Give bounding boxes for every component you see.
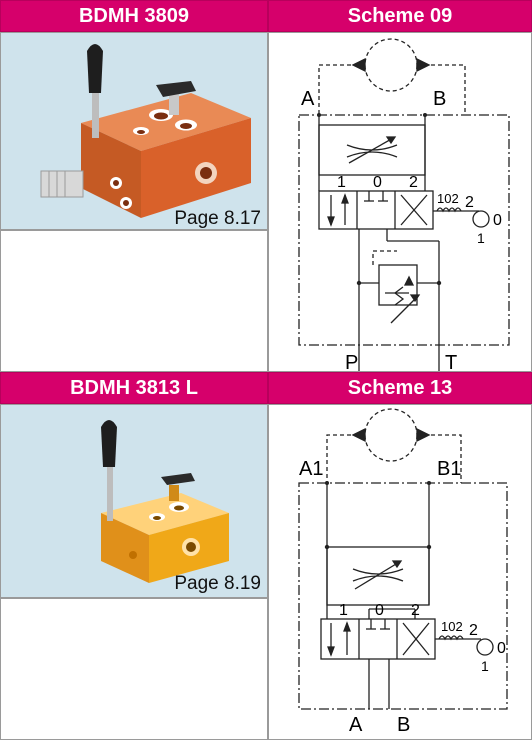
detent-1-label: 1 <box>477 230 485 246</box>
port-a1-label: A1 <box>299 458 323 480</box>
page-reference: Page 8.19 <box>174 573 261 594</box>
position-1-label: 1 <box>337 174 346 191</box>
port-b1-label: B1 <box>437 458 461 480</box>
scheme-header-13: Scheme 13 <box>268 372 532 404</box>
detent-0-label: 0 <box>497 640 506 657</box>
port-a-label: A <box>301 88 315 110</box>
detent-2-label: 2 <box>465 194 474 211</box>
page-reference: Page 8.17 <box>174 208 261 229</box>
port-b-label: B <box>433 88 446 110</box>
position-1-label: 1 <box>339 602 348 619</box>
port-a-label: A <box>349 714 363 736</box>
detent-0-label: 0 <box>493 212 502 229</box>
empty-cell-row1 <box>0 230 268 372</box>
scheme-13-diagram: A1 B1 1 0 2 102 2 0 1 A B <box>298 408 508 736</box>
detent-2-label: 2 <box>469 622 478 639</box>
product-header-bdmh-3809: BDMH 3809 <box>0 0 268 32</box>
port-b-label: B <box>397 714 410 736</box>
port-p-label: P <box>345 352 358 371</box>
valve-block-yellow-image <box>101 420 229 583</box>
valve-block-orange-image <box>40 44 251 218</box>
product-header-bdmh-3813-l: BDMH 3813 L <box>0 372 268 404</box>
detent-positions-label: 102 <box>441 619 463 634</box>
position-2-label: 2 <box>411 602 420 619</box>
position-0-label: 0 <box>375 602 384 619</box>
detent-1-label: 1 <box>481 658 489 674</box>
position-2-label: 2 <box>409 174 418 191</box>
hydraulic-scheme-13: A1 B1 1 0 2 102 2 0 1 A B <box>268 404 532 740</box>
scheme-header-09: Scheme 09 <box>268 0 532 32</box>
product-photo-bdmh-3809: Page 8.17 <box>0 32 268 230</box>
port-t-label: T <box>445 352 457 371</box>
detent-positions-label: 102 <box>437 191 459 206</box>
hydraulic-scheme-09: A B 1 0 2 102 2 0 1 P T <box>268 32 532 374</box>
position-0-label: 0 <box>373 174 382 191</box>
scheme-09-diagram: A B 1 0 2 102 2 0 1 P T <box>298 38 510 374</box>
empty-cell-row2 <box>0 598 268 740</box>
product-photo-bdmh-3813-l: Page 8.19 <box>0 404 268 598</box>
